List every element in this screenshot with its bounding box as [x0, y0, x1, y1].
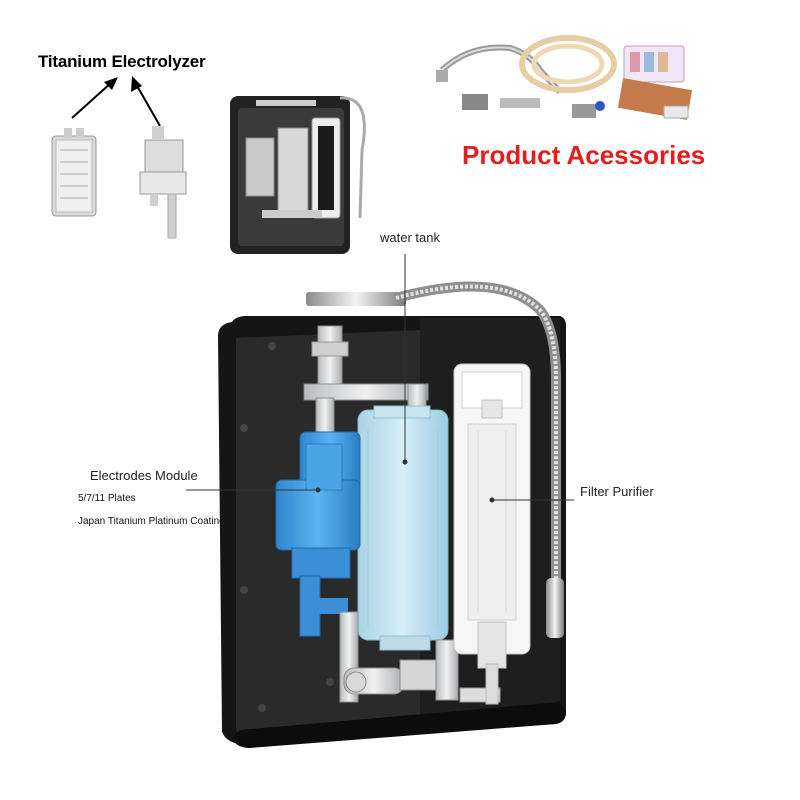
water-tank-callout: [402, 254, 408, 465]
titanium-electrolyzer-title: Titanium Electrolyzer: [38, 52, 206, 71]
product-accessories-title: Product Acessories: [462, 140, 706, 170]
plates-label: 5/7/11 Plates: [78, 493, 136, 504]
electrodes-callout: [186, 487, 321, 493]
electrolyzer-mounted-icon: [139, 126, 187, 239]
electrolyzer-small-icon: [51, 128, 97, 217]
arrow-left-icon: [71, 77, 118, 119]
coating-label: Japan Titanium Platinum Coating: [78, 516, 225, 527]
water-tank-label: water tank: [380, 230, 440, 245]
water-ionizer-cutaway: [218, 281, 566, 748]
electrodes-module-label: Electrodes Module: [90, 468, 198, 483]
arrow-right-icon: [131, 76, 161, 127]
filter-callout: [489, 497, 574, 503]
accessories-kit-icon: [436, 35, 693, 120]
mini-ionizer-icon: [230, 96, 366, 254]
filter-purifier-label: Filter Purifier: [580, 484, 654, 499]
